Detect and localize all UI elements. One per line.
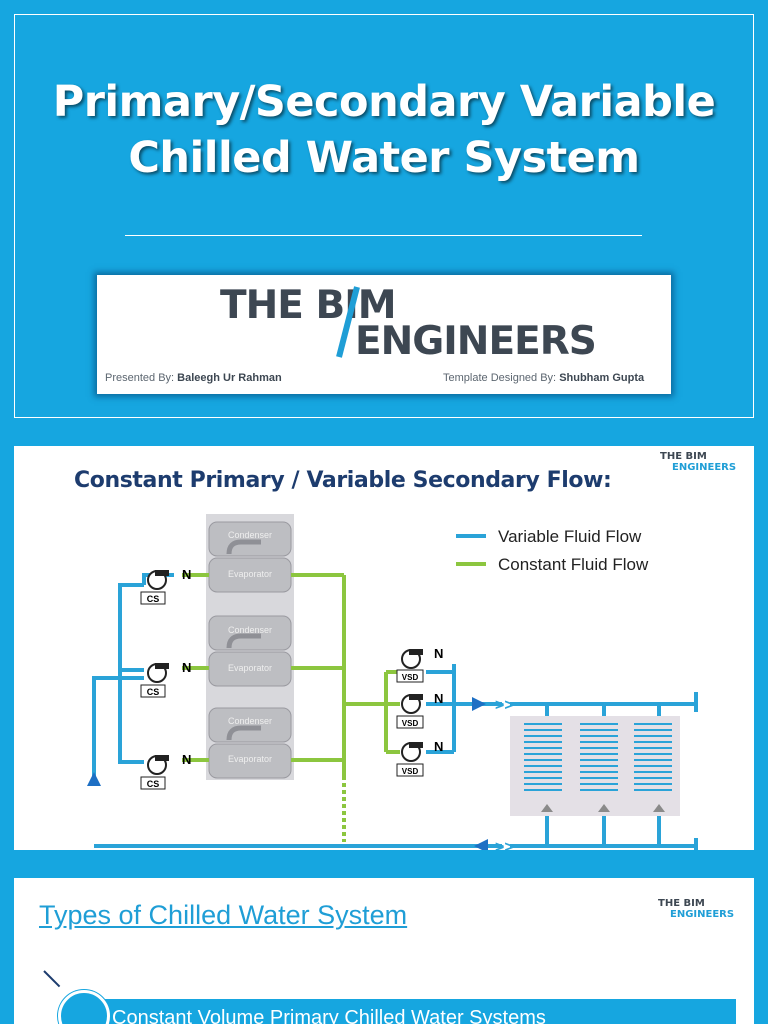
slide-title: Primary/Secondary Variable Chilled Water… [0,74,768,186]
title-slide: Primary/Secondary Variable Chilled Water… [0,0,768,432]
check-valve-label: N [182,752,191,767]
control-valves-icon [541,804,665,812]
diagram-panel: Constant Primary / Variable Secondary Fl… [14,446,754,850]
pipe-break-top: >> [495,697,514,714]
check-valve-label: N [182,660,191,675]
flow-arrow-right-icon [472,697,486,711]
bullet-connector [43,970,61,988]
corner-logo: THE BIM ENGINEERS [660,451,736,473]
legend-label-constant: Constant Fluid Flow [498,555,649,574]
type-item-1-label: Constant Volume Primary Chilled Water Sy… [112,1007,546,1024]
type-item-1: Constant Volume Primary Chilled Water Sy… [86,999,736,1024]
corner-logo-word2: ENGINEERS [672,462,737,473]
condenser-label: Condenser [228,716,272,726]
pipe-break-bottom: >> [495,839,514,850]
primary-pump-2: CS N [140,660,191,698]
pump-label: VSD [402,719,419,728]
bullet-circle-icon [58,990,110,1024]
secondary-pump-3: VSD N [396,739,443,777]
condenser-label: Condenser [228,530,272,540]
chiller-3: Condenser Evaporator [208,707,292,779]
diagram-title: Constant Primary / Variable Secondary Fl… [74,468,612,493]
presented-by: Presented By: Baleegh Ur Rahman [105,372,282,384]
evaporator-label: Evaporator [228,569,272,579]
logo-word-the-bim: THE BIM [220,283,397,328]
template-designer-name: Shubham Gupta [559,372,645,384]
presented-by-name: Baleegh Ur Rahman [177,372,282,384]
corner-logo: THE BIM ENGINEERS [658,898,734,920]
presented-by-label: Presented By: [105,372,175,384]
check-valve-label: N [434,691,443,706]
primary-pump-3: CS N [140,752,191,790]
legend-label-variable: Variable Fluid Flow [498,527,642,546]
evaporator-label: Evaporator [228,663,272,673]
secondary-pump-2: VSD N [396,691,443,729]
secondary-pump-1: VSD N [396,646,443,683]
primary-pump-1: CS N [140,567,191,605]
logo-word-engineers: ENGINEERS [355,319,597,364]
pump-label: VSD [402,767,419,776]
diagram-legend: Variable Fluid Flow Constant Fluid Flow [456,527,649,574]
title-line-2: Chilled Water System [128,133,640,183]
types-title: Types of Chilled Water System [39,900,408,930]
corner-logo-word1: THE BIM [660,451,707,462]
flow-arrow-up-icon [87,772,101,786]
logo-card: THE BIM ENGINEERS Presented By: Baleegh … [97,275,671,394]
chiller-1: Condenser Evaporator [208,521,292,593]
logo-slash-icon [336,286,360,358]
pump-label: CS [147,687,160,697]
condenser-label: Condenser [228,625,272,635]
chilled-water-diagram: Condenser Evaporator Condenser Evaporato… [87,514,698,850]
slide-frame [14,14,754,418]
cooling-coils-icon [524,723,672,791]
evaporator-label: Evaporator [228,754,272,764]
pump-label: CS [147,594,160,604]
flow-arrow-left-icon [474,839,488,850]
pump-label: CS [147,779,160,789]
template-designed-by: Template Designed By: Shubham Gupta [443,372,644,384]
check-valve-label: N [182,567,191,582]
template-label: Template Designed By: [443,372,557,384]
title-line-1: Primary/Secondary Variable [52,77,716,127]
corner-logo-word2: ENGINEERS [670,909,735,920]
corner-logo-word1: THE BIM [658,898,705,909]
title-divider [125,235,642,236]
pump-label: VSD [402,673,419,682]
types-slide: THE BIM ENGINEERS Types of Chilled Water… [0,864,768,1024]
check-valve-label: N [434,646,443,661]
check-valve-label: N [434,739,443,754]
types-panel: THE BIM ENGINEERS Types of Chilled Water… [14,878,754,1024]
diagram-slide: Constant Primary / Variable Secondary Fl… [0,432,768,864]
